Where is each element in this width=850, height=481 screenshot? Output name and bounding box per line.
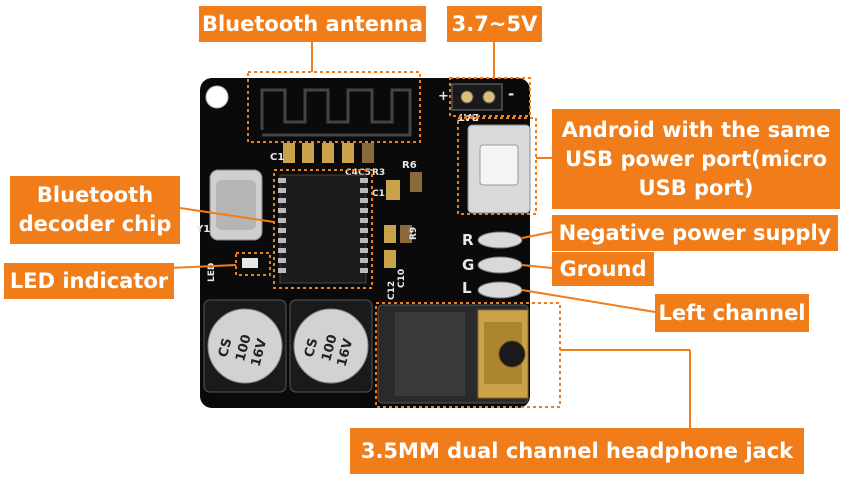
svg-text:16V: 16V [249, 337, 271, 368]
callout-led-text: LED indicator [9, 269, 169, 293]
silk-l: L [462, 279, 472, 297]
callout-decoder-line1: Bluetooth [36, 183, 154, 207]
silk-c11: C11 [372, 189, 391, 199]
usb-outline [457, 117, 537, 215]
callout-usb-line1: Android with the same [561, 117, 831, 142]
silk-r6: R6 [402, 160, 417, 171]
callout-voltage-text: 3.7~5V [451, 12, 538, 36]
callout-antenna: Bluetooth antenna [199, 6, 426, 42]
led-outline [235, 252, 271, 276]
silk-led: LED [207, 263, 217, 282]
leader-negative [521, 231, 553, 239]
antenna-outline [247, 71, 421, 143]
callout-led: LED indicator [4, 263, 174, 299]
leader-led [169, 264, 237, 269]
silk-c4: C4 [345, 168, 358, 178]
silk-c5: C5 [358, 168, 371, 178]
headphone-jack [377, 304, 529, 404]
bat-outline [449, 77, 531, 117]
callout-negative-text: Negative power supply [558, 221, 832, 245]
capacitor-1: CS 100 16V [203, 299, 287, 393]
pad-l [477, 281, 523, 299]
callout-left-channel: Left channel [655, 294, 809, 332]
crystal-top [216, 180, 256, 230]
callout-usb: Android with the same USB power port(mic… [552, 109, 840, 209]
callout-voltage: 3.7~5V [447, 6, 542, 42]
silk-g: G [462, 256, 474, 274]
silk-r9: R9 [409, 227, 419, 240]
smd-c4 [322, 143, 334, 163]
callout-decoder-line2: decoder chip [18, 212, 172, 236]
silk-c1: C1 [270, 152, 284, 163]
callout-jack-text: 3.5MM dual channel headphone jack [360, 439, 794, 463]
led-component [242, 258, 258, 268]
smd-c1 [283, 143, 295, 163]
svg-text:16V: 16V [335, 337, 357, 368]
silk-r3: R3 [372, 168, 385, 178]
svg-text:CS: CS [302, 337, 321, 359]
svg-text:100: 100 [319, 333, 341, 363]
callout-jack: 3.5MM dual channel headphone jack [350, 428, 804, 474]
callout-left-channel-text: Left channel [658, 301, 806, 325]
antenna-trace [260, 88, 412, 137]
chip-outline [273, 169, 373, 289]
pad-g [477, 256, 523, 274]
jack-outline [375, 302, 561, 408]
callout-antenna-text: Bluetooth antenna [201, 12, 424, 36]
micro-usb-opening [479, 144, 519, 186]
silk-c10: C10 [397, 269, 407, 288]
bat-label: BAT [457, 111, 479, 122]
bat-pad-plus [460, 90, 474, 104]
callout-usb-line2: USB power port(micro [564, 146, 828, 171]
silk-c12: C12 [387, 281, 397, 300]
smd-c10 [384, 225, 396, 243]
callout-usb-line3: USB port) [638, 175, 754, 200]
pad-r [477, 231, 523, 249]
capacitor-2: CS 100 16V [289, 299, 373, 393]
callout-ground-text: Ground [559, 257, 647, 281]
leader-left [521, 289, 656, 313]
leader-decoder [179, 207, 275, 223]
svg-text:100: 100 [233, 333, 255, 363]
plus-marker: + [438, 89, 449, 104]
leader-ground [521, 264, 553, 269]
smd-r3 [362, 143, 374, 163]
bat-pad-minus [482, 90, 496, 104]
minus-marker: - [508, 85, 514, 103]
mounting-hole [205, 85, 229, 109]
smd-r9 [400, 225, 412, 243]
silk-y1: Y1 [195, 224, 210, 235]
svg-text:CS: CS [216, 337, 235, 359]
silk-r: R [462, 231, 474, 249]
callout-decoder: Bluetooth decoder chip [10, 176, 180, 244]
smd-c12 [384, 250, 396, 268]
decoder-chip [278, 174, 368, 284]
callout-negative: Negative power supply [552, 215, 838, 251]
smd-r6 [410, 172, 422, 192]
smd-c5 [342, 143, 354, 163]
smd-c11 [386, 180, 400, 200]
smd-c2 [302, 143, 314, 163]
callout-ground: Ground [552, 252, 654, 286]
